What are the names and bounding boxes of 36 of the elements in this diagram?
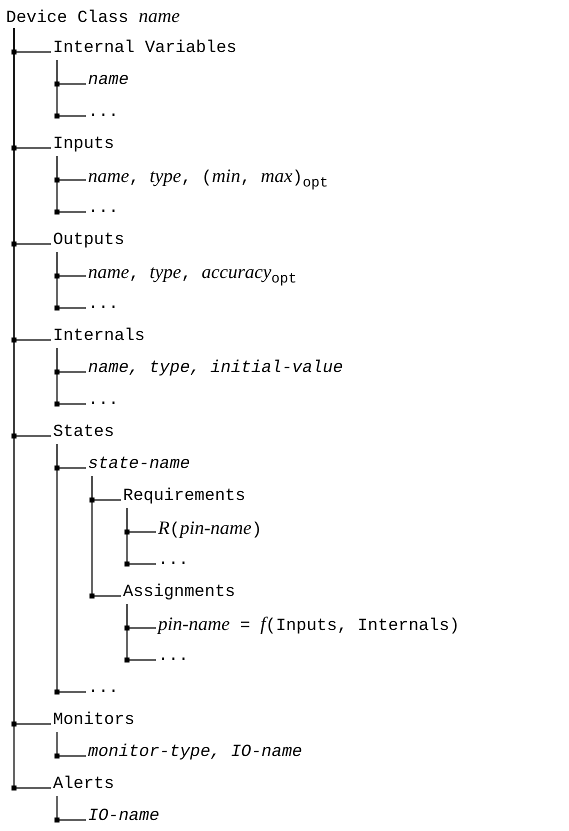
tree-connector: [56, 348, 86, 405]
tree-item-label: Outputs: [53, 230, 124, 252]
tree-item-label: name, type, (min, max)$_{opt}$: [88, 166, 328, 188]
tree-item-label: ...: [158, 550, 189, 572]
tree-connector: [56, 60, 86, 117]
tree-item-label: name: [88, 70, 129, 92]
tree-item-label: States: [53, 422, 114, 444]
tree-connector: [56, 732, 86, 757]
tree-connector: [126, 604, 156, 661]
tree-item-label: ...: [158, 646, 189, 668]
tree-item-label: Monitors: [53, 710, 135, 732]
tree-item-label: Internal Variables: [53, 38, 237, 60]
tree-connector: [56, 796, 86, 821]
tree-item-label: Assignments: [123, 582, 236, 604]
tree-connector: [56, 444, 86, 693]
tree-item-label: Internals: [53, 326, 145, 348]
tree-connector: [91, 476, 121, 597]
tree-item-label: ...: [88, 198, 119, 220]
tree-connector: [126, 508, 156, 565]
tree-item-label: Requirements: [123, 486, 246, 508]
tree-root-label: Device Class name: [6, 6, 180, 28]
tree-item-label: state-name: [88, 454, 190, 476]
tree-item-label: IO-name: [88, 806, 160, 828]
tree-item-label: ...: [88, 678, 119, 700]
tree-item-label: name, type, accuracy$_{opt}$: [88, 262, 297, 284]
tree-connector: [56, 252, 86, 309]
tree-connector: [56, 156, 86, 213]
tree-item-label: pin-name = f(Inputs, Internals): [158, 614, 460, 636]
tree-item-label: R(pin-name): [158, 518, 262, 540]
tree-item-label: Inputs: [53, 134, 114, 156]
tree-item-label: ...: [88, 294, 119, 316]
tree-item-label: ...: [88, 390, 119, 412]
tree-item-label: monitor-type, IO-name: [88, 742, 302, 764]
tree-item-label: Alerts: [53, 774, 114, 796]
tree-item-label: name, type, initial-value: [88, 358, 344, 380]
tree-item-label: ...: [88, 102, 119, 124]
